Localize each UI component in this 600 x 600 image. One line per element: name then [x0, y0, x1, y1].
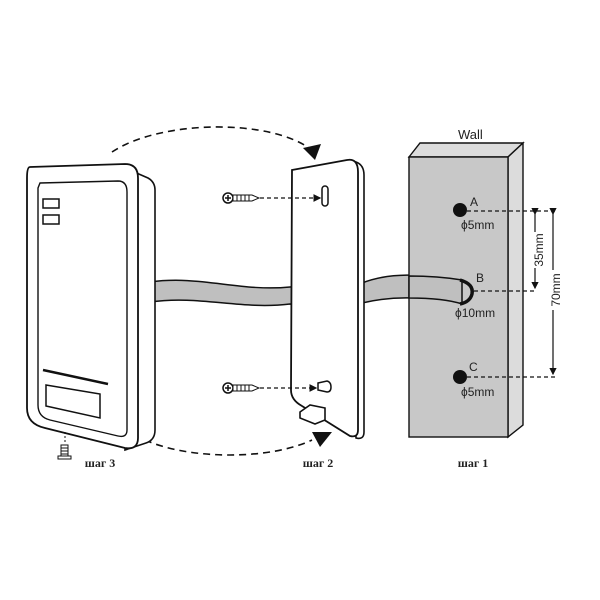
hole-a-label: A [470, 195, 478, 209]
hole-c-label: C [469, 360, 478, 374]
screw-top-icon [222, 192, 322, 204]
hole-c [453, 370, 467, 384]
arrow-head-bottom [312, 432, 332, 447]
rotate-arc-top [111, 126, 313, 153]
led-indicator-1 [42, 198, 60, 209]
card-slot [45, 384, 101, 419]
mounting-plate [290, 158, 365, 440]
step-1-label: шаг 1 [458, 456, 489, 470]
step-3-label: шаг 3 [85, 456, 116, 470]
reader-device [26, 163, 156, 452]
screw-slot-top [321, 185, 329, 207]
step-2-label: шаг 2 [303, 456, 334, 470]
plate-latch [299, 404, 326, 425]
hole-a [453, 203, 467, 217]
hole-b [459, 278, 474, 306]
dimension-35mm: 35mm [532, 233, 546, 266]
wall-title: Wall [458, 127, 483, 142]
hole-b-label: B [476, 271, 484, 285]
rotate-arc-bottom [144, 439, 313, 456]
led-indicator-2 [42, 214, 60, 225]
hole-c-diameter: ϕ5mm [461, 385, 494, 399]
bottom-screw-icon [57, 432, 72, 460]
screw-slot-bottom [317, 380, 332, 393]
hole-b-diameter: ϕ10mm [455, 306, 495, 320]
hole-a-diameter: ϕ5mm [461, 218, 494, 232]
arrow-head-top [303, 144, 321, 160]
screw-bottom-icon [222, 382, 318, 394]
dimension-70mm: 70mm [549, 273, 563, 306]
